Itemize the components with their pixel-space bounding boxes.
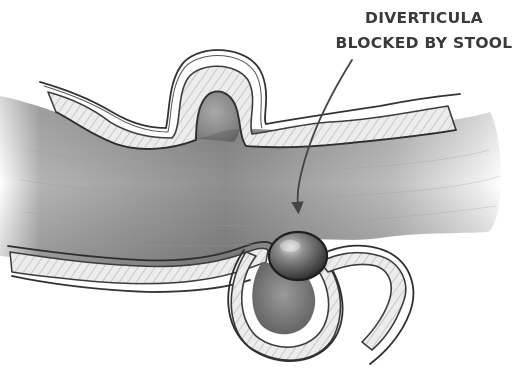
callout-label: DIVERTICULA BLOCKED BY STOOL [330, 6, 518, 56]
upper-colon-wall [48, 66, 456, 149]
callout-line-1: DIVERTICULA [330, 6, 518, 31]
callout-line-2: BLOCKED BY STOOL [330, 31, 518, 56]
stool-ball [269, 232, 327, 280]
